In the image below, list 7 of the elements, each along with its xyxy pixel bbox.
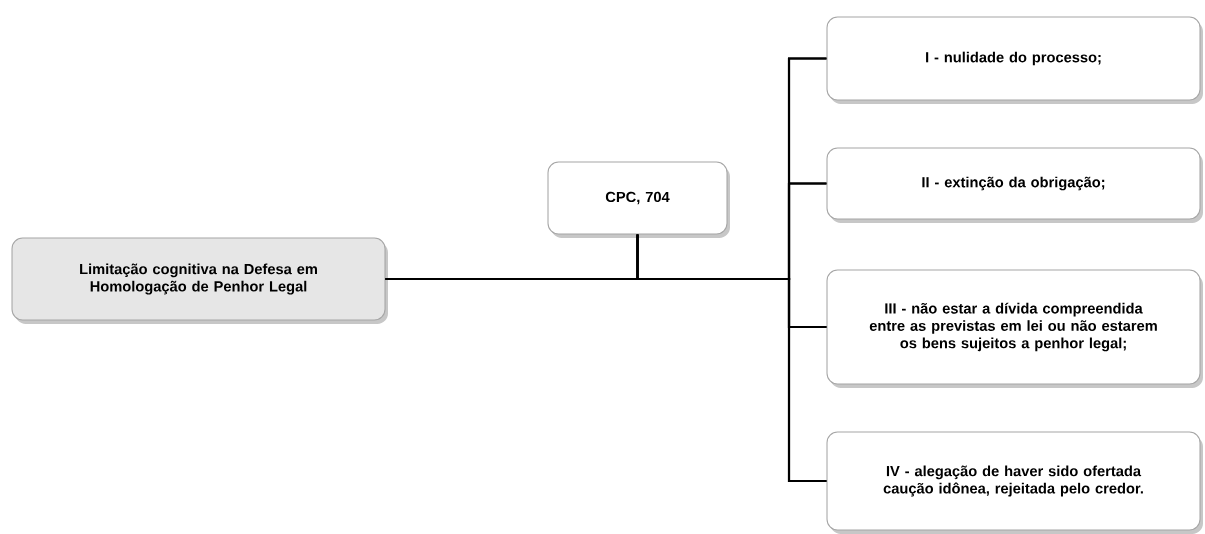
process-box: Limitação cognitiva na Defesa em Homologação de Penhor Legal <box>11 237 388 324</box>
process-box: II - extinção da obrigação; <box>826 147 1203 223</box>
process-box: CPC, 704 <box>547 161 730 238</box>
process-box: IV - alegação de haver sido ofertada caução idônea, rejeitada pelo credor. <box>826 431 1203 534</box>
connector-line <box>636 234 827 483</box>
process-box: I - nulidade do processo; <box>826 16 1203 104</box>
process-box: III - não estar a dívida compreendida entre as previstas em lei ou não estarem os bens sujeitos a penhor legal; <box>826 269 1203 388</box>
